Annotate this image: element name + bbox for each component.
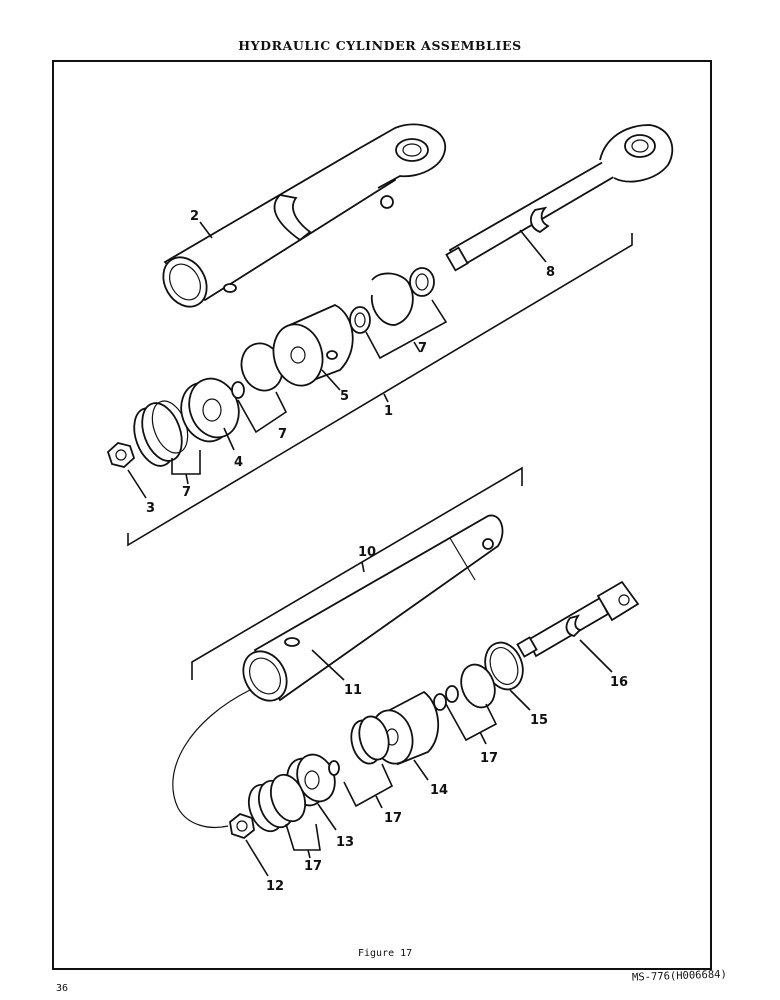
o-rings-part-7b xyxy=(231,342,284,399)
callout-17-right: 17 xyxy=(480,751,498,766)
rod-part-16 xyxy=(516,580,640,658)
callout-7-right: 7 xyxy=(418,341,427,356)
assembly-sequence-curve xyxy=(172,689,251,829)
callout-4: 4 xyxy=(234,455,243,470)
gland-part-4 xyxy=(180,377,240,443)
page-title: HYDRAULIC CYLINDER ASSEMBLIES xyxy=(238,38,522,53)
rod-part-8 xyxy=(445,124,674,272)
assembly-10-bracket xyxy=(191,466,523,680)
callout-17-mid: 17 xyxy=(384,811,402,826)
assembly-1-bracket xyxy=(127,233,633,547)
lower-leader-lines xyxy=(245,639,613,877)
seal-rings-part-17-right xyxy=(350,663,496,765)
callout-7-mid: 7 xyxy=(278,427,287,442)
callout-11: 11 xyxy=(344,683,362,698)
figure-frame xyxy=(52,60,712,970)
ring-part-15 xyxy=(484,641,524,691)
callout-16: 16 xyxy=(610,675,628,690)
barrel-part-2 xyxy=(162,123,446,308)
nut-part-3 xyxy=(106,442,136,468)
callout-7-left: 7 xyxy=(182,485,191,500)
callout-17-left: 17 xyxy=(304,859,322,874)
callout-5: 5 xyxy=(340,389,349,404)
callout-8: 8 xyxy=(546,265,555,280)
seal-rings-part-7c xyxy=(349,267,435,334)
callout-12: 12 xyxy=(266,879,284,894)
callout-15: 15 xyxy=(530,713,548,728)
nut-part-12 xyxy=(229,812,255,840)
callout-10: 10 xyxy=(358,545,376,560)
page-number: 36 xyxy=(56,983,69,994)
callout-3: 3 xyxy=(146,501,155,516)
seal-rings-part-17-left xyxy=(247,773,307,833)
callout-14: 14 xyxy=(430,783,448,798)
upper-leader-lines xyxy=(127,221,547,499)
callout-2: 2 xyxy=(190,209,199,224)
callout-13: 13 xyxy=(336,835,354,850)
piston-part-5 xyxy=(272,304,354,387)
callout-1: 1 xyxy=(384,404,393,419)
figure-caption: Figure 17 xyxy=(358,948,413,959)
